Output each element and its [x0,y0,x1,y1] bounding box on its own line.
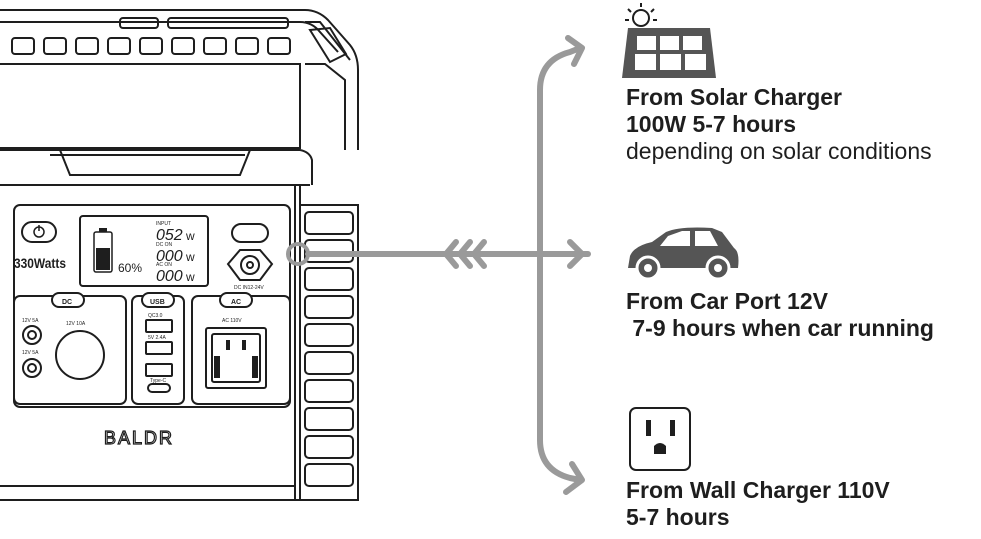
battery-percent: 60% [118,261,142,275]
usb-button[interactable] [141,292,175,308]
dc-out-1-label: 12V 5A [22,318,39,324]
ac-out-label: AC 110V [222,318,242,324]
power-button[interactable] [21,221,57,243]
car-port [55,330,105,380]
side-vents [304,211,354,487]
lcd-screen [79,215,209,287]
solar-time: 100W 5-7 hours [626,111,796,137]
dc-out-2-label: 12V 5A [22,350,39,356]
qc-label: QC3.0 [148,313,163,319]
charging-cable [305,35,591,495]
lcd-dc-value: 000 [156,248,183,265]
usb-button-label: USB [150,299,165,306]
usb-a-label: 5V 2.4A [148,335,166,341]
station-text: 330Watts 60% INPUT 052 w DC ON 000 w AC … [14,221,264,449]
car-source-label: From Car Port 12V 7-9 hours when car run… [626,288,934,342]
lcd-ac-unit: w [185,270,195,284]
ac-button-label: AC [231,299,241,306]
lcd-dc-label: DC ON [156,242,173,248]
brand-logo: BALDR [104,428,174,448]
light-button[interactable] [231,223,269,243]
ac-outlet [205,327,267,389]
lcd-ac-value: 000 [156,268,183,285]
wall-time: 5-7 hours [626,504,730,530]
lcd-dc-unit: w [185,250,195,264]
dc-button[interactable] [51,292,85,308]
lcd-ac-label: AC ON [156,262,172,268]
type-c-label: Type-C [150,378,167,384]
watts-badge: 330Watts [14,255,66,271]
car-time: 7-9 hours when car running [626,315,934,341]
solar-source-label: From Solar Charger 100W 5-7 hours depend… [626,84,932,165]
battery-fill [96,248,110,270]
solar-title: From Solar Charger [626,84,842,110]
wall-title: From Wall Charger 110V [626,477,890,503]
lcd-input-value: 052 [156,227,183,244]
dc-button-label: DC [62,299,72,306]
power-station [0,9,359,501]
wall-source-label: From Wall Charger 110V 5-7 hours [626,477,890,531]
car-title: From Car Port 12V [626,288,828,314]
lcd-input-unit: w [185,229,195,243]
dc-input-port [226,249,274,281]
car-port-label: 12V 10A [66,321,86,327]
lcd-input-label: INPUT [156,221,171,227]
handle-vents [11,17,291,55]
solar-note: depending on solar conditions [626,138,932,164]
dc-in-label: DC IN12-24V [234,285,264,291]
car-icon [628,227,739,281]
ac-button[interactable] [219,292,253,308]
wall-outlet-icon [629,407,691,471]
solar-panel-icon [622,3,716,78]
